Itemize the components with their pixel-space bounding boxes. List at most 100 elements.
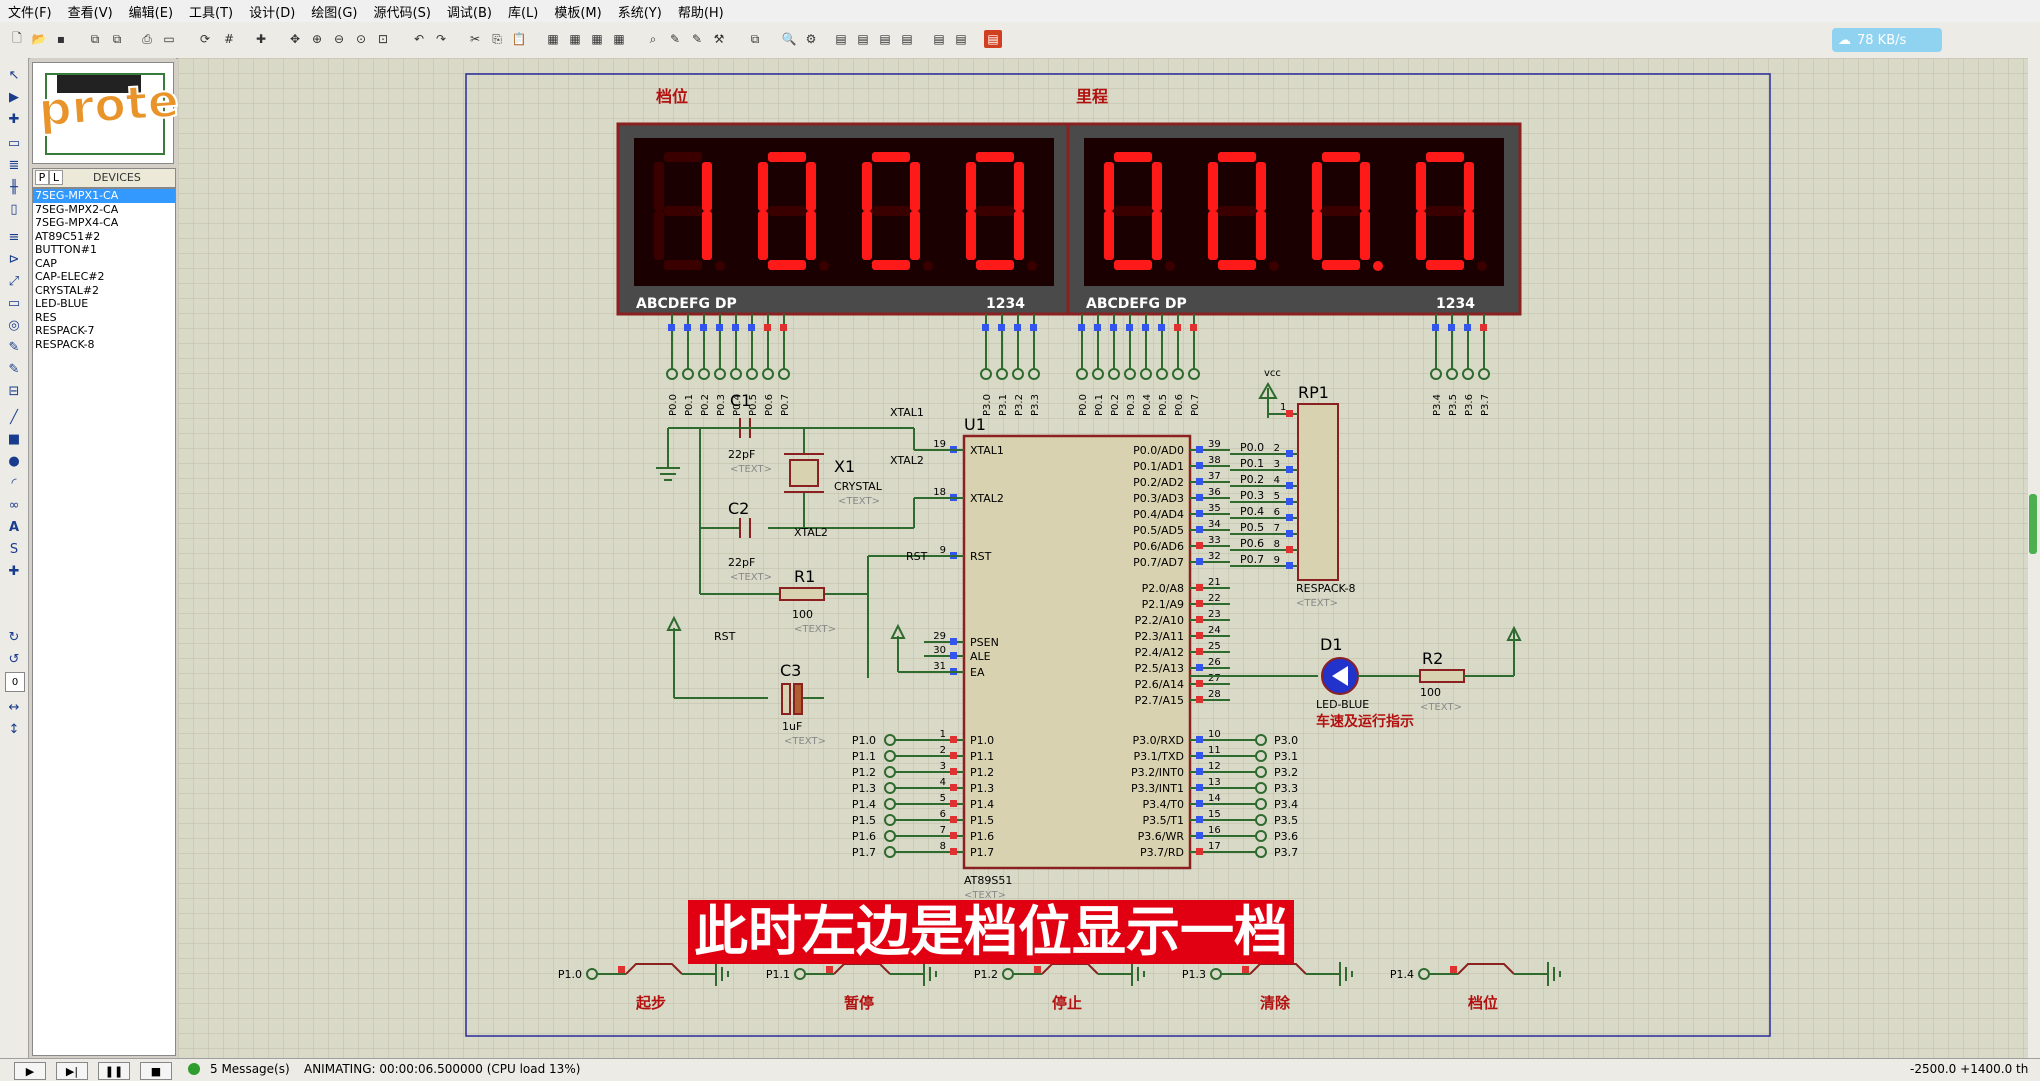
rotate-cw-icon[interactable]: ↻: [8, 629, 20, 645]
copy-icon[interactable]: ⎘: [492, 31, 502, 46]
make-device-icon[interactable]: ✎: [669, 32, 681, 46]
path-tool-icon[interactable]: ∞: [8, 497, 20, 513]
line-tool-icon[interactable]: ╱: [10, 409, 18, 425]
rotation-angle-field[interactable]: 0: [5, 672, 25, 692]
c3-capacitor[interactable]: C3 1uF <TEXT>: [780, 661, 826, 747]
block-rotate-icon[interactable]: ▦: [591, 32, 603, 46]
pause-button[interactable]: ❚❚: [98, 1062, 130, 1080]
menu-edit[interactable]: 编辑(E): [128, 5, 174, 21]
step-button[interactable]: ▶|: [56, 1062, 88, 1080]
display-right[interactable]: ABCDEFG DP 1234: [1066, 122, 1522, 316]
device-item[interactable]: CAP: [35, 256, 57, 270]
voltage-probe-icon[interactable]: ✎: [8, 339, 20, 355]
device-item[interactable]: RESPACK-7: [35, 324, 95, 337]
pin-mode-icon[interactable]: ⊳: [8, 251, 20, 267]
library-tab[interactable]: L: [49, 170, 63, 185]
redo-icon[interactable]: ↷: [435, 32, 447, 46]
menu-file[interactable]: 文件(F): [8, 5, 52, 21]
origin-icon[interactable]: ✚: [255, 32, 267, 46]
mark-area-icon[interactable]: ▭: [163, 32, 175, 46]
zoom-all-icon[interactable]: ⊙: [355, 32, 367, 46]
terminal-mode-icon[interactable]: ≡: [8, 229, 20, 245]
device-item[interactable]: 7SEG-MPX2-CA: [35, 202, 119, 216]
vertical-scrollbar[interactable]: [2028, 58, 2040, 1058]
push-button[interactable]: P1.4档位: [1390, 962, 1561, 1012]
undo-icon[interactable]: ↶: [413, 32, 425, 46]
goto-sheet-icon[interactable]: ▤: [879, 32, 891, 46]
print-icon[interactable]: ⎙: [142, 31, 152, 46]
zoom-area-icon[interactable]: ⊡: [377, 32, 389, 46]
block-move-icon[interactable]: ▦: [569, 32, 581, 46]
menu-design[interactable]: 设计(D): [249, 5, 296, 21]
u1-chip[interactable]: U1 AT89S51 <TEXT>: [962, 415, 1192, 901]
package-tool-icon[interactable]: ✎: [691, 32, 703, 46]
junction-mode-icon[interactable]: ✚: [8, 111, 20, 127]
import-icon[interactable]: ⧉: [90, 31, 100, 46]
pick-device-icon[interactable]: ⌕: [649, 31, 657, 46]
device-item[interactable]: 7SEG-MPX4-CA: [35, 216, 119, 229]
cut-icon[interactable]: ✂: [469, 32, 481, 46]
open-file-icon[interactable]: 📂: [31, 32, 47, 46]
decompose-icon[interactable]: ⚒: [713, 32, 725, 46]
c2-capacitor[interactable]: C2 22pF <TEXT>: [728, 499, 772, 583]
marker-tool-icon[interactable]: ✚: [8, 563, 20, 579]
r1-resistor[interactable]: R1 100 <TEXT>: [779, 567, 836, 635]
wire-label-mode-icon[interactable]: ▭: [7, 135, 21, 151]
flip-horizontal-icon[interactable]: ↔: [8, 699, 20, 715]
pick-devices-tab[interactable]: P: [35, 170, 49, 185]
menu-template[interactable]: 模板(M): [554, 5, 602, 21]
component-mode-icon[interactable]: ▶: [9, 89, 19, 105]
virtual-instrument-icon[interactable]: ⊟: [8, 383, 20, 399]
vertical-scrollbar-thumb[interactable]: [2029, 494, 2037, 554]
text-tool-icon[interactable]: A: [8, 519, 20, 535]
push-button[interactable]: P1.1暂停: [766, 962, 937, 1012]
overview-window[interactable]: [32, 62, 174, 164]
block-copy-icon[interactable]: ▦: [547, 32, 559, 46]
block-delete-icon[interactable]: ▦: [613, 32, 625, 46]
generator-mode-icon[interactable]: ◎: [8, 317, 20, 333]
message-count[interactable]: 5 Message(s): [210, 1062, 290, 1076]
box-tool-icon[interactable]: ■: [7, 431, 21, 447]
device-item[interactable]: RESPACK-8: [35, 337, 95, 351]
pan-icon[interactable]: ✥: [289, 32, 301, 46]
grid-icon[interactable]: #: [223, 32, 235, 46]
menu-debug[interactable]: 调试(B): [446, 5, 492, 21]
graph-mode-icon[interactable]: ⤢: [8, 273, 20, 289]
search-tag-icon[interactable]: 🔍: [781, 32, 797, 46]
push-button[interactable]: P1.2停止: [974, 962, 1145, 1012]
circle-tool-icon[interactable]: ●: [8, 453, 20, 469]
device-item[interactable]: CAP-ELEC#2: [35, 270, 105, 283]
schematic-canvas[interactable]: 档位 里程 ABCDEFG DP 1234 ABCDEFG DP 1234 P0…: [178, 58, 2028, 1058]
rp1-respack[interactable]: RP1 RESPACK-8 <TEXT> vcc: [1258, 368, 1356, 609]
menu-view[interactable]: 查看(V): [67, 5, 113, 21]
new-sheet-icon[interactable]: ▤: [835, 32, 847, 46]
x1-crystal[interactable]: X1 CRYSTAL <TEXT>: [784, 453, 883, 507]
property-tool-icon[interactable]: ⚙: [805, 32, 817, 46]
netlist-icon[interactable]: ▤: [901, 32, 913, 46]
arc-tool-icon[interactable]: ◜: [11, 475, 17, 491]
push-button[interactable]: P1.3清除: [1182, 962, 1353, 1012]
device-item[interactable]: AT89C51#2: [35, 229, 101, 243]
device-item[interactable]: RES: [35, 310, 57, 324]
bus-mode-icon[interactable]: ╫: [10, 179, 18, 195]
zoom-in-icon[interactable]: ⊕: [311, 32, 323, 46]
stop-button[interactable]: ■: [140, 1062, 172, 1080]
export-icon[interactable]: ⧉: [112, 31, 122, 46]
push-button[interactable]: P1.0起步: [558, 962, 729, 1012]
menu-graph[interactable]: 绘图(G): [311, 5, 358, 21]
device-item[interactable]: 7SEG-MPX1-CA: [33, 189, 175, 203]
text-script-mode-icon[interactable]: ≣: [8, 157, 20, 173]
display-left[interactable]: ABCDEFG DP 1234: [616, 122, 1072, 316]
device-item[interactable]: BUTTON#1: [35, 243, 97, 256]
save-icon[interactable]: ▪: [56, 32, 66, 46]
device-item[interactable]: LED-BLUE: [35, 297, 89, 310]
wire-autoroute-icon[interactable]: ⧉: [750, 31, 760, 46]
selection-mode-icon[interactable]: ↖: [8, 67, 20, 83]
ares-icon[interactable]: ▤: [984, 30, 1002, 48]
menu-system[interactable]: 系统(Y): [617, 5, 662, 21]
zoom-out-icon[interactable]: ⊖: [333, 32, 345, 46]
erc-icon[interactable]: ▤: [955, 32, 967, 46]
refresh-icon[interactable]: ⟳: [199, 32, 211, 46]
menu-source[interactable]: 源代码(S): [373, 5, 431, 21]
menu-library[interactable]: 库(L): [507, 5, 539, 21]
